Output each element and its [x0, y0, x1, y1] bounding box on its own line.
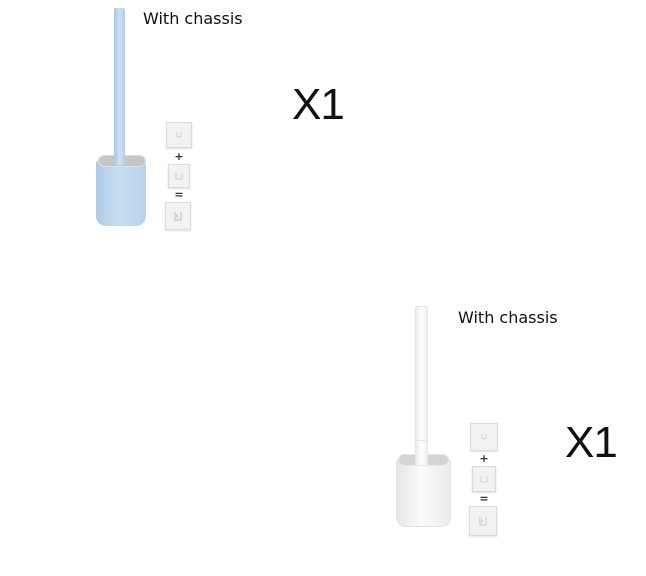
brush-handle-blue [114, 8, 125, 168]
chassis-label: With chassis [458, 308, 558, 327]
equals-sign: = [174, 188, 184, 201]
plus-sign: + [174, 150, 184, 163]
plus-sign: + [479, 452, 489, 465]
equals-sign: = [479, 492, 489, 505]
quantity-label: X1 [565, 418, 618, 467]
quantity-label: X1 [292, 80, 345, 129]
adhesive-pad [166, 122, 192, 148]
brush-holder-blue [96, 158, 146, 226]
chassis-label: With chassis [143, 9, 243, 28]
product-blue: + = With chassis X1 [96, 8, 345, 230]
assembled-hook [165, 202, 191, 230]
assembled-hook [469, 506, 497, 536]
brush-holder-white [396, 457, 451, 527]
hook-piece [472, 466, 496, 492]
brush-handle-blue-front [114, 140, 125, 165]
product-white: + = With chassis X1 [0, 290, 646, 576]
hook-piece [168, 164, 190, 188]
adhesive-pad [470, 423, 498, 451]
brush-handle-white-front [415, 440, 428, 466]
